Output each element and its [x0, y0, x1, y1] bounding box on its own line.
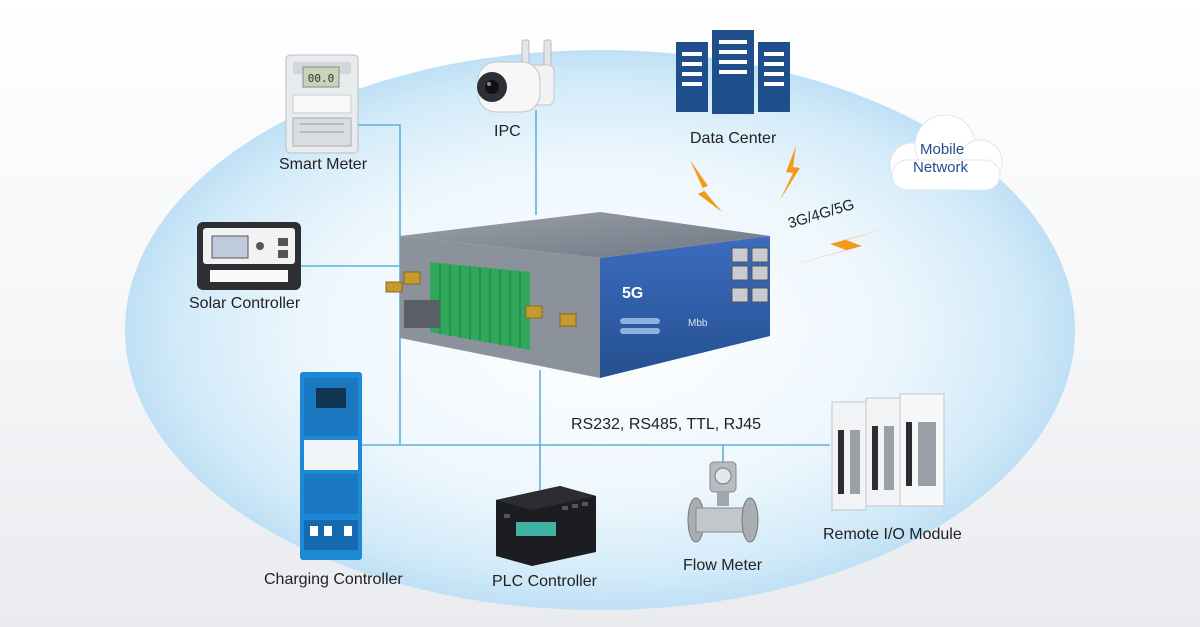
data-center-label: Data Center	[690, 130, 777, 147]
charging-controller-icon	[300, 372, 362, 560]
router-icon	[385, 212, 770, 378]
charging-controller-label: Charging Controller	[264, 571, 403, 588]
smart-meter-icon: 00.0	[285, 54, 359, 154]
mobile-network-cloud-icon	[889, 114, 1003, 191]
solar-controller-icon	[197, 222, 301, 290]
mobile-network-label-line2: Network	[913, 159, 969, 176]
remote-io-label: Remote I/O Module	[823, 526, 962, 543]
lightning-icon	[690, 146, 895, 268]
data-center-icon	[676, 30, 790, 114]
ipc-camera-icon	[477, 39, 555, 113]
flow-meter-icon	[687, 461, 759, 543]
mobile-network-label-line1: Mobile	[920, 141, 965, 158]
smart-meter-label: Smart Meter	[279, 156, 368, 173]
router-brand: Mbb	[688, 318, 708, 329]
flow-meter-label: Flow Meter	[683, 557, 763, 574]
interfaces-label: RS232, RS485, TTL, RJ45	[571, 416, 762, 433]
remote-io-module-icon	[831, 393, 945, 511]
ipc-label: IPC	[494, 123, 521, 140]
solar-controller-label: Solar Controller	[189, 295, 301, 312]
router-5g-badge: 5G	[622, 285, 643, 302]
plc-controller-label: PLC Controller	[492, 573, 597, 590]
svg-text:00.0: 00.0	[308, 72, 335, 85]
plc-controller-icon	[496, 486, 596, 566]
